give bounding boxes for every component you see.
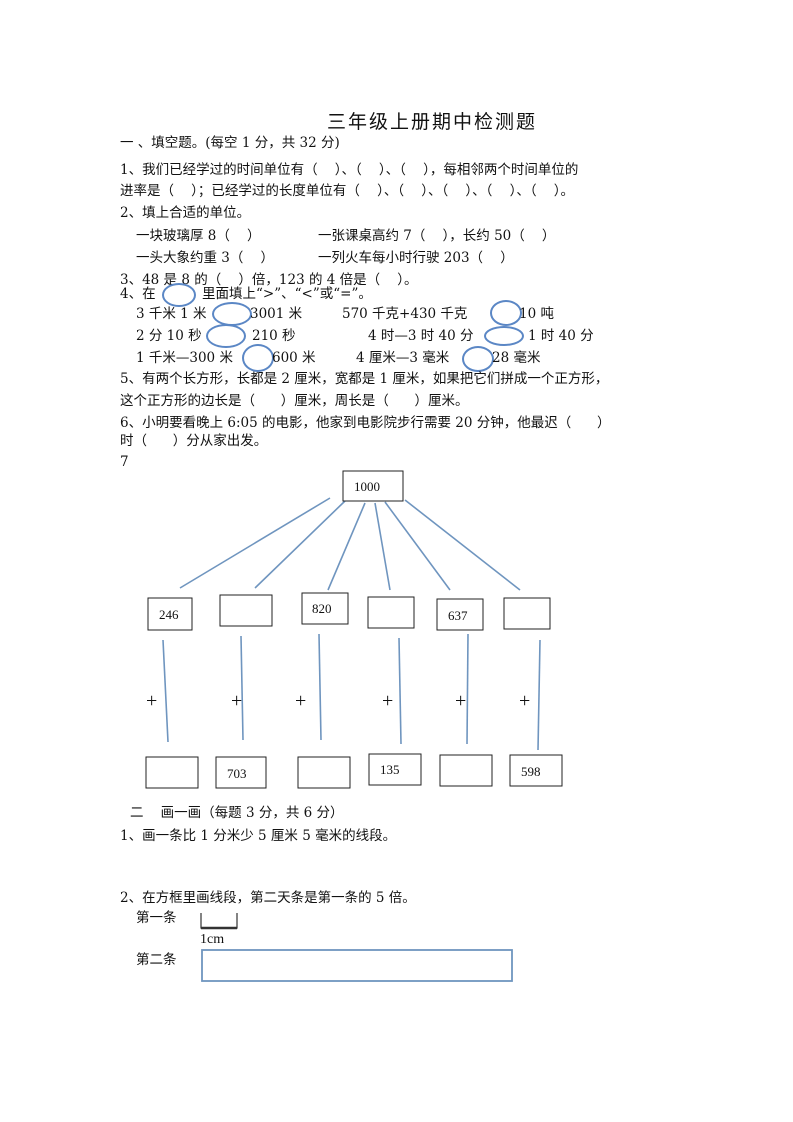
connector-line <box>327 502 366 591</box>
connector-line <box>384 501 451 591</box>
q4-item-left: 3 千米 1 米 <box>136 306 207 322</box>
top-value: 1000 <box>354 479 380 494</box>
q4-item-left: 4 厘米—3 毫米 <box>356 350 450 366</box>
connector-line <box>404 499 521 591</box>
upper-value: 820 <box>312 601 332 616</box>
answer-circle[interactable] <box>490 300 522 326</box>
connector-line <box>318 633 322 741</box>
q7-number: 7 <box>120 454 129 470</box>
unit-label: 1cm <box>200 932 225 947</box>
q2-b: 一张课桌高约 7（ ），长约 50（ ） <box>318 228 556 244</box>
drawing-box[interactable] <box>201 949 513 982</box>
q1-line2: 进率是（ ）；已经学过的长度单位有（ ）、（ ）、（ ）、（ ）、（ ）。 <box>120 183 574 199</box>
q5-line2: 这个正方形的边长是（ ）厘米，周长是（ ）厘米。 <box>120 393 469 409</box>
q2-a: 一块玻璃厚 8（ ） <box>136 228 261 244</box>
top-box <box>342 470 404 502</box>
q4-item-right: 600 米 <box>272 350 316 366</box>
compare-circle <box>162 283 196 307</box>
q4-lead: 4、在 <box>120 286 156 302</box>
connector-line <box>240 635 244 741</box>
upper-box[interactable] <box>503 597 551 630</box>
answer-circle[interactable] <box>242 344 274 372</box>
q3: 3、48 是 8 的（ ）倍，123 的 4 倍是（ ）。 <box>120 272 418 288</box>
s2-q2: 2、在方框里画线段，第二天条是第一条的 5 倍。 <box>120 890 416 906</box>
lower-value: 135 <box>380 762 400 777</box>
q4-item-left: 2 分 10 秒 <box>136 328 202 344</box>
second-line-label: 第二条 <box>136 952 177 968</box>
connector-line <box>537 639 541 751</box>
connector-line <box>254 500 346 589</box>
answer-circle[interactable] <box>462 346 494 372</box>
upper-box[interactable] <box>367 596 415 629</box>
q6-line2: 时（ ）分从家出发。 <box>120 433 268 449</box>
lower-box[interactable] <box>439 754 493 787</box>
q4-item-left: 1 千米—300 米 <box>136 350 233 366</box>
q6-line1: 6、小明要看晚上 6:05 的电影，他家到电影院步行需要 20 分钟，他最迟（ … <box>120 415 611 431</box>
q4-item-right: 3001 米 <box>250 306 303 322</box>
first-line-label: 第一条 <box>136 910 177 926</box>
upper-box <box>436 598 484 631</box>
lower-value: 703 <box>227 766 247 781</box>
q2-d: 一列火车每小时行驶 203（ ） <box>318 250 514 266</box>
q4-instruction: 里面填上“>”、“<”或“=”。 <box>202 286 372 302</box>
page-title: 三年级上册期中检测题 <box>326 111 537 133</box>
q4-item-right: 28 毫米 <box>492 350 541 366</box>
lower-box <box>215 756 267 789</box>
lower-box[interactable] <box>145 756 199 789</box>
q5-line1: 5、有两个长方形，长都是 2 厘米，宽都是 1 厘米，如果把它们拼成一个正方形， <box>120 371 609 387</box>
plus-sign: + <box>455 690 466 712</box>
upper-box <box>301 592 349 625</box>
q1-line1: 1、我们已经学过的时间单位有（ ）、（ ）、（ ），每相邻两个时间单位的 <box>120 162 579 178</box>
q4-item-right: 210 秒 <box>252 328 296 344</box>
q4-item-left: 4 时—3 时 40 分 <box>368 328 474 344</box>
section2-heading: 二 画一画（每题 3 分，共 6 分） <box>130 805 344 821</box>
plus-sign: + <box>519 690 530 712</box>
answer-circle[interactable] <box>206 324 246 348</box>
s2-q1: 1、画一条比 1 分米少 5 厘米 5 毫米的线段。 <box>120 828 397 844</box>
upper-value: 246 <box>159 607 179 622</box>
plus-sign: + <box>146 690 157 712</box>
q4-item-left: 570 千克+430 千克 <box>342 306 468 322</box>
connector-line <box>466 633 469 745</box>
lower-box <box>368 753 422 786</box>
plus-sign: + <box>295 690 306 712</box>
q2-c: 一头大象约重 3（ ） <box>136 250 275 266</box>
section1-heading: 一 、填空题。(每空 1 分，共 32 分) <box>120 135 340 151</box>
plus-sign: + <box>382 690 393 712</box>
plus-sign: + <box>231 690 242 712</box>
q4-item-right: 10 吨 <box>519 306 554 322</box>
connector-line <box>179 497 331 589</box>
lower-box[interactable] <box>297 756 351 789</box>
upper-box[interactable] <box>219 594 273 627</box>
q2: 2、填上合适的单位。 <box>120 205 251 221</box>
connector-line <box>398 637 402 745</box>
upper-value: 637 <box>448 608 468 623</box>
lower-value: 598 <box>521 764 541 779</box>
upper-box <box>147 597 193 631</box>
lower-box <box>509 754 563 787</box>
one-cm-segment <box>200 913 238 929</box>
connector-line <box>374 502 391 591</box>
q4-item-right: 1 时 40 分 <box>528 328 594 344</box>
connector-line <box>162 639 169 743</box>
answer-circle[interactable] <box>484 326 524 346</box>
